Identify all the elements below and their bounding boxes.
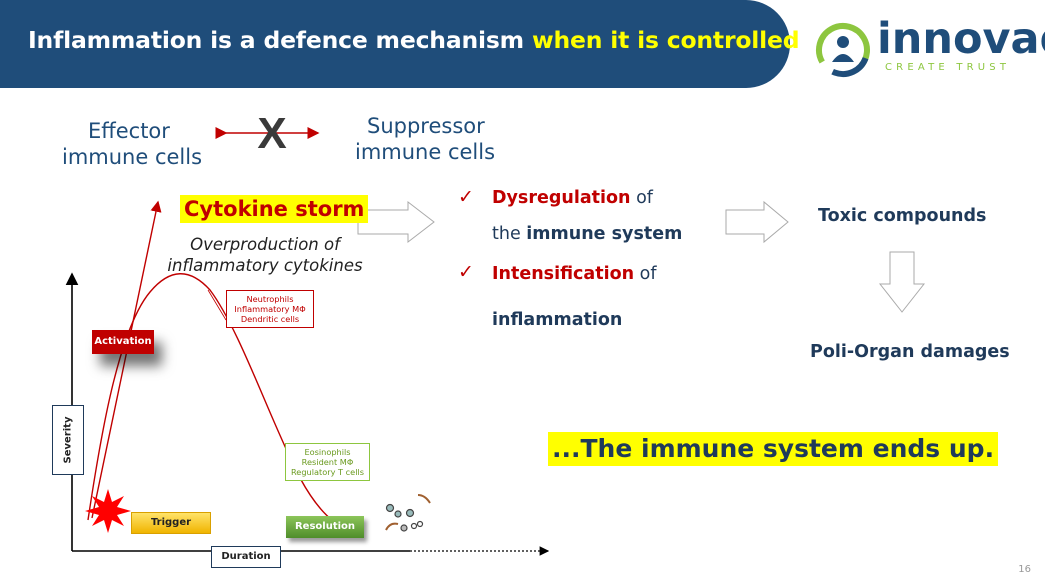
suppressor-line-1: Suppressor [367,114,485,138]
effect-item-2-line-2: inflammation [492,310,622,330]
severity-axis-label: Severity [52,405,84,475]
suppressor-label: Suppressor immune cells [355,113,495,165]
severity-text: Severity [62,416,74,464]
suppressor-line-2: immune cells [355,140,496,164]
resolving-cell-item: Eosinophils [304,447,351,457]
logo-mark-icon [816,23,870,77]
effector-cell-item: Inflammatory MΦ [234,304,306,314]
check-icon: ✓ [458,186,474,208]
duration-axis-label: Duration [211,546,281,568]
effector-line-2: immune cells [62,145,203,169]
trigger-label: Trigger [131,512,211,534]
trigger-burst-icon [85,489,131,533]
effect-2-keyword: Intensification [492,264,635,284]
effect-item-2: Intensification of [492,264,657,284]
overproduction-text: Overproduction of inflammatory cytokines [167,235,363,275]
resolving-cells-box: Eosinophils Resident MΦ Regulatory T cel… [285,443,370,481]
title-banner: Inflammation is a defence mechanism when… [0,0,800,88]
effector-connector [207,289,227,321]
logo-registered-mark: ® [1027,38,1036,48]
effect-2-suffix: of [634,264,657,284]
effector-label: Effector immune cells [62,118,202,170]
block-arrow-2 [725,200,789,244]
effector-cell-item: Dendritic cells [240,314,300,324]
slide-title: Inflammation is a defence mechanism when… [28,26,800,54]
resolving-cell-item: Resident MΦ [301,457,354,467]
versus-arrow: X [215,109,320,158]
effect-1-line2-plain: the [492,224,527,244]
check-icon: ✓ [458,261,474,283]
versus-x-mark: X [257,109,286,158]
effector-cells-box: Neutrophils Inflammatory MΦ Dendritic ce… [226,290,314,328]
page-number: 16 [1018,564,1031,575]
resolution-label: Resolution [286,516,364,538]
cytokine-storm-label: Cytokine storm [180,195,369,223]
logo-tagline: CREATE TRUST [885,62,1011,73]
logo-wordmark: innovad [877,14,1045,64]
conclusion-text: ...The immune system ends up. [548,432,999,466]
effect-1-line2-bold: immune system [526,224,683,244]
immune-cell-sketches-icon [385,494,431,532]
effect-1-suffix: of [630,188,653,208]
effect-item-1-line-2: the immune system [492,224,682,244]
activation-label: Activation [92,330,154,354]
title-main-text: Inflammation is a defence mechanism [28,26,532,54]
title-highlight-text: when it is controlled [531,26,800,54]
resolving-cell-item: Regulatory T cells [290,467,365,477]
poli-organ-damages-text: Poli-Organ damages [810,342,1010,362]
toxic-compounds-text: Toxic compounds [818,206,987,226]
block-arrow-1 [357,200,435,244]
effector-line-1: Effector [88,119,170,143]
cytokine-storm-arrow [91,200,162,519]
effector-cell-item: Neutrophils [246,294,294,304]
innovad-logo: innovad CREATE TRUST ® [815,14,1045,80]
effect-item-1: Dysregulation of [492,188,653,208]
block-arrow-down [878,251,926,313]
effect-2-line2-bold: inflammation [492,310,623,330]
effect-1-keyword: Dysregulation [492,188,631,208]
